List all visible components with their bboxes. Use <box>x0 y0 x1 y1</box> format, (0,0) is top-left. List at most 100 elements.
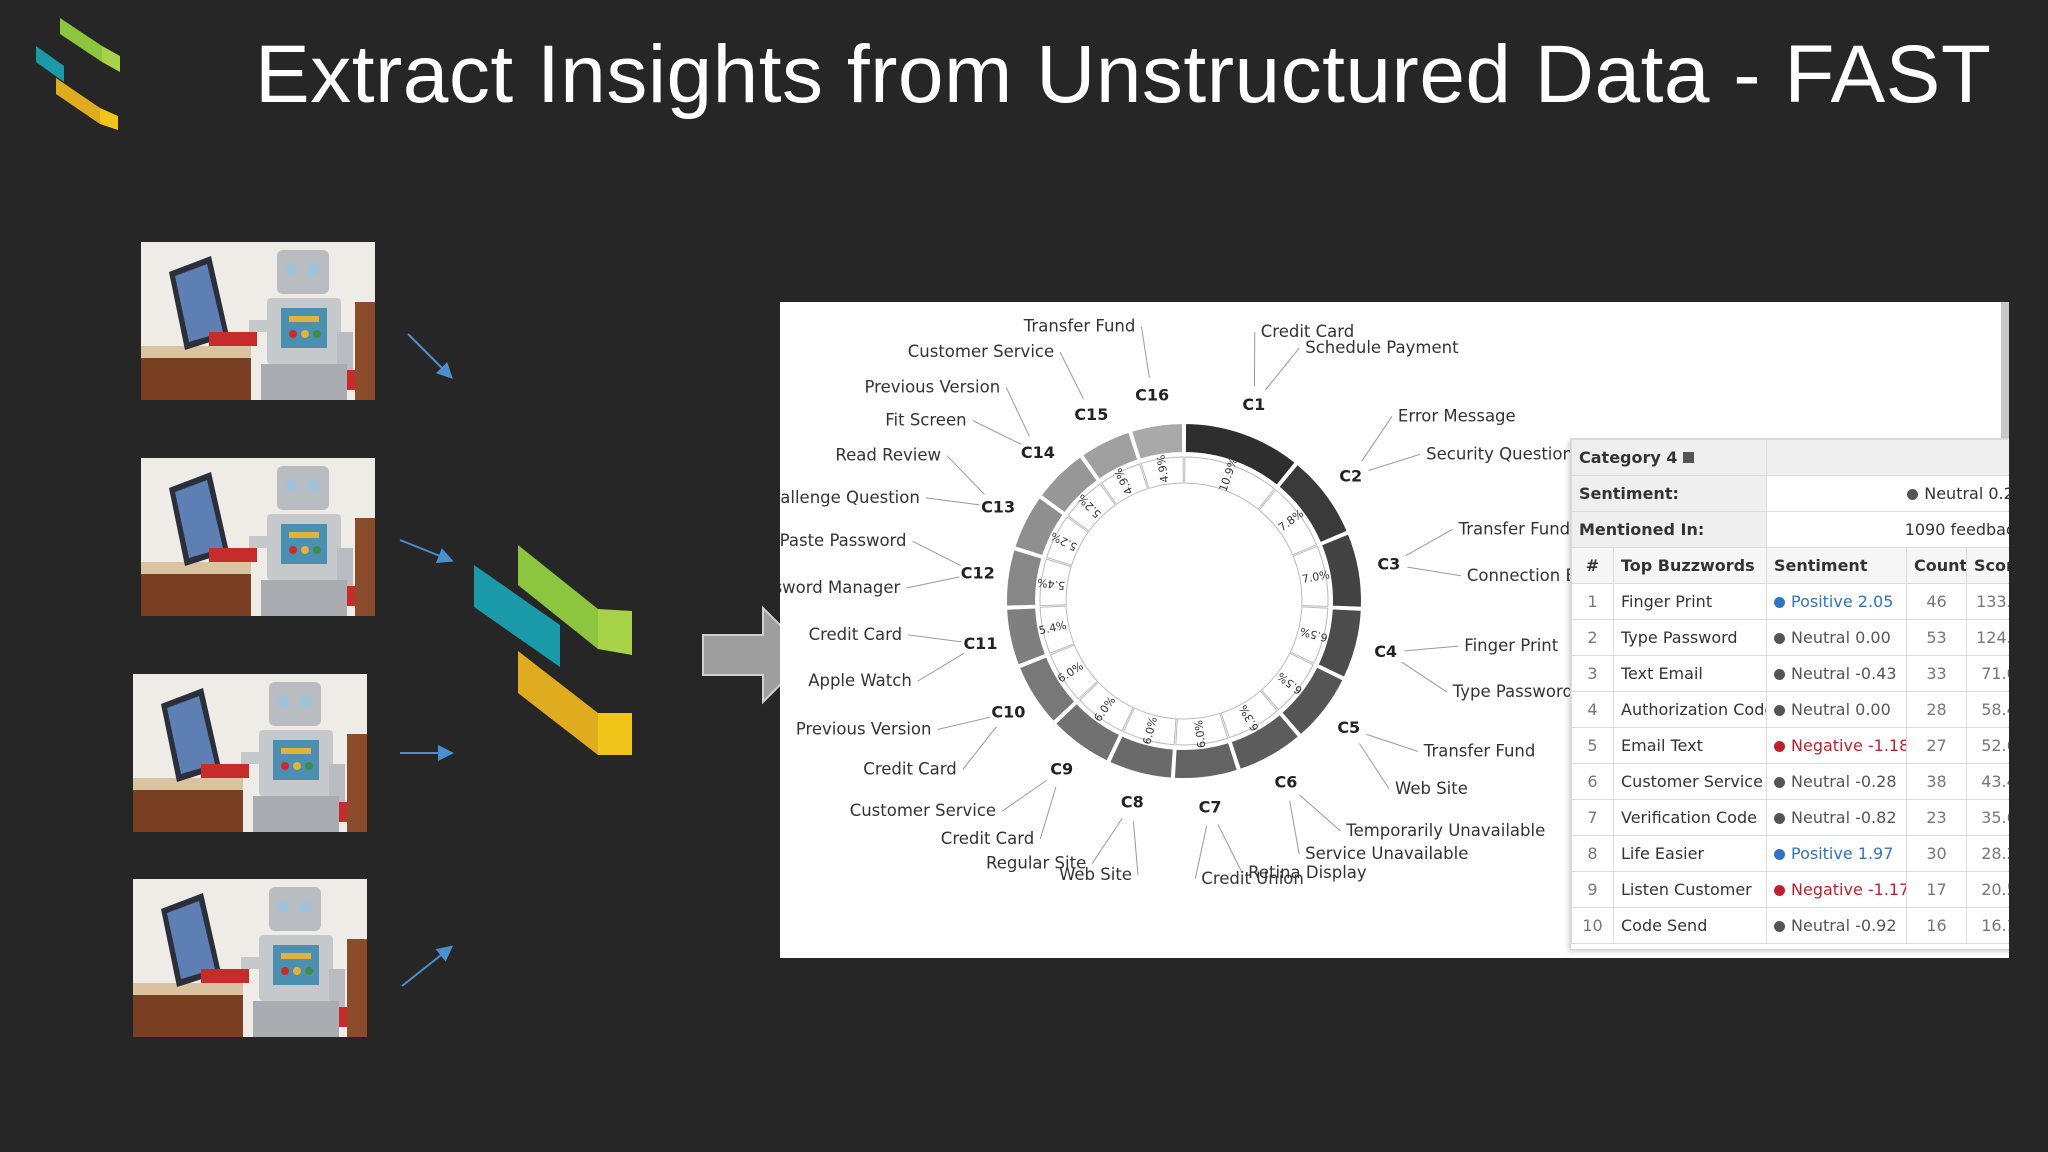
count-cell: 30 <box>1906 835 1967 872</box>
score-cell: 43.4 <box>1966 763 2009 800</box>
donut-segment-c11[interactable] <box>1005 606 1048 667</box>
donut-segment-c2[interactable] <box>1276 462 1350 545</box>
score-cell: 52.6 <box>1966 727 2009 764</box>
donut-segment-c7[interactable] <box>1172 740 1240 780</box>
buzzword: Text Email <box>1613 655 1767 692</box>
robot-thumbnail-2 <box>141 458 375 616</box>
category-term-label: Apple Watch <box>808 671 912 690</box>
donut-segment-c4[interactable] <box>1316 607 1363 680</box>
donut-inner-segment <box>1258 489 1318 556</box>
donut-inner-segment <box>1260 652 1314 711</box>
category-term-label: Customer Service <box>850 801 996 820</box>
donut-inner-segment <box>1122 707 1177 746</box>
leader-line <box>937 716 991 730</box>
col-header-sentiment[interactable]: Sentiment <box>1766 547 1907 584</box>
leader-line <box>1401 661 1447 693</box>
leader-line <box>1359 743 1390 790</box>
category-term-label: Schedule Payment <box>1305 338 1459 357</box>
category-term-label: Credit Card <box>809 625 902 644</box>
leader-line <box>925 497 980 506</box>
sentiment-cell: Neutral 0.00 <box>1766 619 1907 656</box>
category-term-label: Security Question <box>1426 444 1573 463</box>
donut-inner-segment <box>1292 545 1329 607</box>
donut-inner-segment <box>1100 463 1149 505</box>
leader-line <box>1264 347 1300 391</box>
col-header-num[interactable]: # <box>1571 547 1614 584</box>
sentiment-cell: Positive 2.05 <box>1766 583 1907 620</box>
buzzword: Type Password <box>1613 619 1767 656</box>
col-header-buzzwords[interactable]: Top Buzzwords <box>1613 547 1767 584</box>
leader-line <box>1404 645 1459 652</box>
buzzword: Verification Code <box>1613 799 1767 836</box>
donut-inner-segment <box>1289 606 1329 664</box>
donut-segment-c3[interactable] <box>1319 532 1363 609</box>
leader-line <box>1039 787 1057 840</box>
sentiment-cell: Negative -1.17 <box>1766 871 1907 908</box>
segment-code-label: C13 <box>981 498 1015 517</box>
col-header-score[interactable]: Scor <box>1966 547 2009 584</box>
donut-segment-c6[interactable] <box>1229 712 1301 772</box>
donut-segment-c1[interactable] <box>1183 421 1298 488</box>
segment-code-label: C14 <box>1021 443 1055 462</box>
donut-inner-segment <box>1184 456 1276 510</box>
segment-code-label: C16 <box>1135 385 1169 404</box>
leader-line <box>906 576 960 589</box>
donut-segment-c14[interactable] <box>1039 454 1100 515</box>
segment-percent-label: 5.4% <box>1038 619 1068 637</box>
segment-code-label: C9 <box>1050 759 1073 778</box>
donut-inner-segment <box>1049 644 1099 700</box>
col-header-count[interactable]: Count <box>1906 547 1967 584</box>
category-term-label: Challenge Question <box>780 488 920 507</box>
row-index: 4 <box>1571 691 1614 728</box>
buzzword: Email Text <box>1613 727 1767 764</box>
segment-percent-label: 7.0% <box>1301 568 1331 586</box>
count-cell: 53 <box>1906 619 1967 656</box>
donut-segment-c10[interactable] <box>1017 655 1077 724</box>
robot-thumbnail-3 <box>133 674 367 832</box>
segment-code-label: C10 <box>991 702 1025 721</box>
segment-code-label: C7 <box>1199 797 1222 816</box>
score-cell: 71.0 <box>1966 655 2009 692</box>
segment-code-label: C2 <box>1339 467 1362 486</box>
robot-thumbnail-1 <box>141 242 375 400</box>
leader-line <box>1289 800 1300 855</box>
leader-line <box>1405 528 1453 557</box>
donut-segment-c15[interactable] <box>1080 430 1140 482</box>
row-index: 3 <box>1571 655 1614 692</box>
segment-code-label: C8 <box>1121 792 1144 811</box>
donut-segment-c16[interactable] <box>1129 421 1185 461</box>
donut-segment-c12[interactable] <box>1005 547 1044 608</box>
sentiment-cell: Negative -1.18 <box>1766 727 1907 764</box>
leader-line <box>946 455 986 495</box>
donut-inner-segment <box>1039 558 1072 607</box>
buzzword: Authorization Code <box>1613 691 1767 728</box>
category-term-label: Credit Card <box>863 759 956 778</box>
count-cell: 33 <box>1906 655 1967 692</box>
panel-scrollbar[interactable] <box>2001 302 2009 438</box>
donut-inner-segment <box>1078 681 1134 732</box>
row-index: 9 <box>1571 871 1614 908</box>
donut-segment-c5[interactable] <box>1279 665 1345 737</box>
leader-line <box>1407 566 1461 577</box>
robot-thumbnail-4 <box>133 879 367 1037</box>
donut-segment-c8[interactable] <box>1107 733 1175 780</box>
donut-segment-c9[interactable] <box>1053 701 1122 763</box>
category-term-label: Transfer Fund <box>1023 316 1136 335</box>
count-cell: 28 <box>1906 691 1967 728</box>
donut-inner-segment <box>1046 516 1089 566</box>
sentiment-label: Sentiment: <box>1571 475 1767 512</box>
donut-inner-segment <box>1140 456 1184 489</box>
category-term-label: Previous Version <box>796 719 932 738</box>
donut-segment-c13[interactable] <box>1013 495 1066 558</box>
